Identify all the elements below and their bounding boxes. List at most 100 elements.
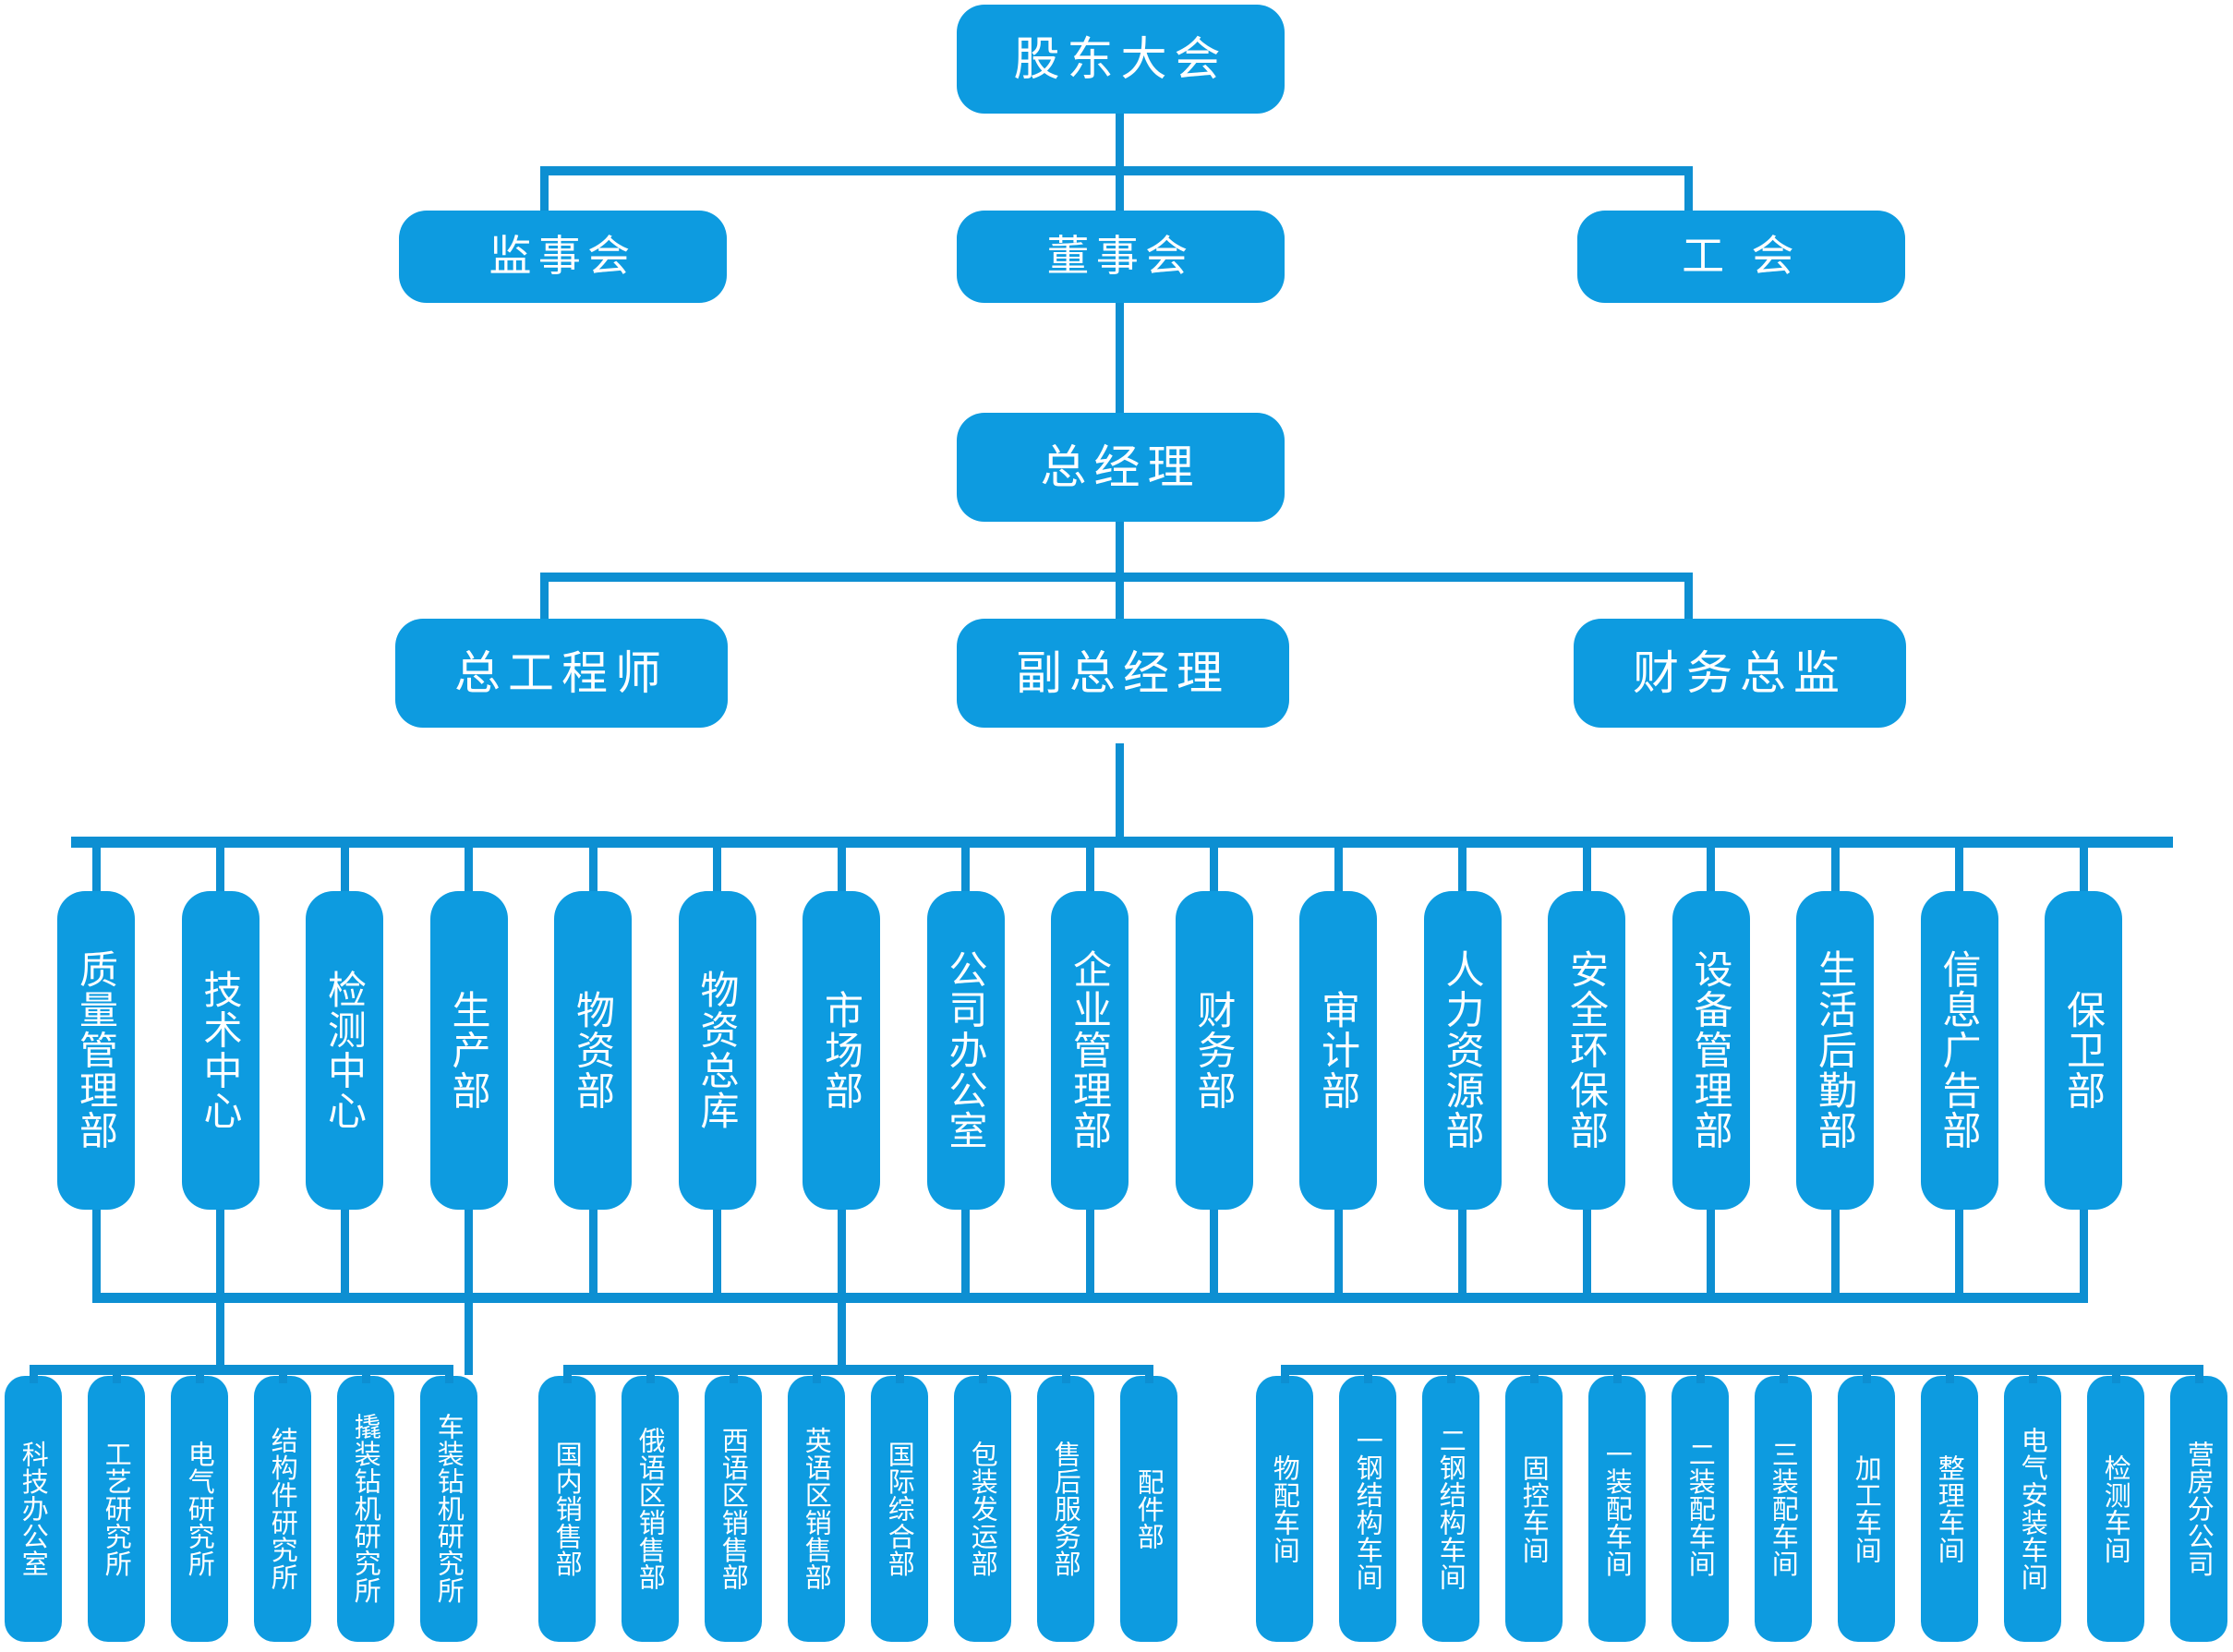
node-label: 二装配车间 [1684, 1441, 1717, 1577]
connector-drop-supervisory [540, 166, 549, 214]
node-russian-region-sales[interactable]: 俄语区销售部 [622, 1376, 679, 1642]
node-labor-union[interactable]: 工 会 [1577, 211, 1905, 303]
node-general-manager[interactable]: 总经理 [957, 413, 1285, 522]
node-technology-center[interactable]: 技术中心 [181, 891, 260, 1210]
node-spanish-region-sales[interactable]: 西语区销售部 [705, 1376, 762, 1642]
node-deputy-general-manager[interactable]: 副总经理 [957, 619, 1289, 728]
node-label: 营房分公司 [2183, 1441, 2215, 1577]
connector-dept-tie-stub [91, 1202, 101, 1302]
node-assembly-workshop-2[interactable]: 二装配车间 [1672, 1376, 1729, 1642]
connector-drop-life-logistics [1830, 837, 1840, 897]
node-testing-workshop[interactable]: 检测车间 [2087, 1376, 2144, 1642]
node-material-distribution-workshop[interactable]: 物配车间 [1256, 1376, 1313, 1642]
connector-drop-inspection-center [340, 837, 349, 897]
node-production[interactable]: 生产部 [429, 891, 508, 1210]
node-steel-structure-workshop-2[interactable]: 二钢结构车间 [1422, 1376, 1479, 1642]
node-board-of-directors[interactable]: 董事会 [957, 211, 1285, 303]
node-spare-parts[interactable]: 配件部 [1120, 1376, 1177, 1642]
node-skid-rig-institute[interactable]: 撬装钻机研究所 [337, 1376, 394, 1642]
node-machining-workshop[interactable]: 加工车间 [1838, 1376, 1895, 1642]
node-label: 公司办公室 [943, 949, 989, 1152]
connector-group-riser-sales-departments [837, 1293, 846, 1375]
node-english-region-sales[interactable]: 英语区销售部 [788, 1376, 845, 1642]
node-life-logistics[interactable]: 生活后勤部 [1796, 891, 1874, 1210]
node-assembly-workshop-3[interactable]: 三装配车间 [1755, 1376, 1812, 1642]
node-international-general[interactable]: 国际综合部 [871, 1376, 928, 1642]
node-enterprise-management[interactable]: 企业管理部 [1051, 891, 1129, 1210]
node-safety-environment[interactable]: 安全环保部 [1548, 891, 1625, 1210]
node-packing-shipping[interactable]: 包装发运部 [954, 1376, 1011, 1642]
node-label: 整理车间 [1934, 1453, 1966, 1564]
node-supervisory-board[interactable]: 监事会 [399, 211, 727, 303]
node-label: 市场部 [818, 989, 864, 1112]
node-truck-rig-institute[interactable]: 车装钻机研究所 [420, 1376, 477, 1642]
connector-dept-tie-stub [961, 1202, 970, 1302]
node-label: 物配车间 [1269, 1453, 1301, 1564]
connector-drop-finance [1210, 837, 1218, 897]
connector-group-riser-workshops [465, 1293, 473, 1375]
connector-dept-tie-stub [713, 1202, 721, 1302]
connector-dept-tie-stub [1334, 1202, 1343, 1302]
connector-deputy-gm-down [1116, 743, 1124, 843]
connector-drop-materials-warehouse [713, 837, 721, 897]
connector-drop-safety-environment [1582, 837, 1591, 897]
node-marketing[interactable]: 市场部 [803, 891, 880, 1210]
node-label: 配件部 [1133, 1467, 1165, 1550]
connector-group-bus-sales-departments [562, 1365, 1153, 1375]
node-sci-tech-office[interactable]: 科技办公室 [5, 1376, 62, 1642]
node-cfo[interactable]: 财务总监 [1574, 619, 1906, 728]
node-after-sales-service[interactable]: 售后服务部 [1037, 1376, 1094, 1642]
node-structural-parts-institute[interactable]: 结构件研究所 [254, 1376, 311, 1642]
node-label: 撬装钻机研究所 [350, 1413, 382, 1605]
node-quality-management[interactable]: 质量管理部 [57, 891, 135, 1210]
node-finance[interactable]: 财务部 [1175, 891, 1253, 1210]
connector-drop-board [1116, 166, 1124, 214]
node-label: 物资总库 [694, 970, 741, 1131]
node-label: 固控车间 [1518, 1453, 1551, 1564]
connector-drop-human-resources [1458, 837, 1467, 897]
node-human-resources[interactable]: 人力资源部 [1423, 891, 1502, 1210]
node-electrical-institute[interactable]: 电气研究所 [171, 1376, 228, 1642]
node-company-office[interactable]: 公司办公室 [926, 891, 1005, 1210]
connector-dept-tie-stub [588, 1202, 597, 1302]
node-finishing-workshop[interactable]: 整理车间 [1921, 1376, 1978, 1642]
node-steel-structure-workshop-1[interactable]: 一钢结构车间 [1339, 1376, 1396, 1642]
node-label: 包装发运部 [967, 1441, 999, 1577]
connector-drop-enterprise-management [1085, 837, 1094, 897]
node-domestic-sales[interactable]: 国内销售部 [538, 1376, 596, 1642]
node-security[interactable]: 保卫部 [2045, 891, 2122, 1210]
node-materials[interactable]: 物资部 [554, 891, 632, 1210]
node-label: 结构件研究所 [267, 1427, 299, 1591]
node-label: 三装配车间 [1768, 1441, 1800, 1577]
node-label: 副总经理 [1016, 646, 1230, 700]
node-barracks-branch[interactable]: 营房分公司 [2170, 1376, 2227, 1642]
node-label: 工 会 [1682, 231, 1801, 282]
node-chief-engineer[interactable]: 总工程师 [395, 619, 728, 728]
node-assembly-workshop-1[interactable]: 一装配车间 [1588, 1376, 1646, 1642]
node-materials-warehouse[interactable]: 物资总库 [678, 891, 756, 1210]
node-inspection-center[interactable]: 检测中心 [306, 891, 383, 1210]
node-audit[interactable]: 审计部 [1299, 891, 1377, 1210]
connector-dept-tie-stub [2079, 1202, 2088, 1302]
connector-drop-production [465, 837, 473, 897]
node-equipment-management[interactable]: 设备管理部 [1672, 891, 1750, 1210]
node-label: 工艺研究所 [101, 1441, 133, 1577]
node-label: 国际综合部 [884, 1441, 916, 1577]
node-label: 生活后勤部 [1812, 949, 1858, 1152]
connector-drop-audit [1334, 837, 1343, 897]
connector-drop-quality-management [91, 837, 101, 897]
node-information-advertising[interactable]: 信息广告部 [1920, 891, 1998, 1210]
node-label: 董事会 [1046, 231, 1195, 282]
node-label: 二钢结构车间 [1435, 1427, 1467, 1591]
node-label: 俄语区销售部 [634, 1427, 667, 1591]
node-label: 股东大会 [1013, 32, 1228, 86]
connector-group-bus-workshops [1280, 1365, 2203, 1375]
node-electrical-install-workshop[interactable]: 电气安装车间 [2004, 1376, 2061, 1642]
node-solids-control-workshop[interactable]: 固控车间 [1505, 1376, 1563, 1642]
node-shareholders-meeting[interactable]: 股东大会 [957, 5, 1285, 114]
node-label: 财务部 [1191, 989, 1237, 1112]
node-label: 一装配车间 [1601, 1441, 1634, 1577]
node-process-institute[interactable]: 工艺研究所 [88, 1376, 145, 1642]
connector-board-to-gm [1116, 302, 1124, 415]
